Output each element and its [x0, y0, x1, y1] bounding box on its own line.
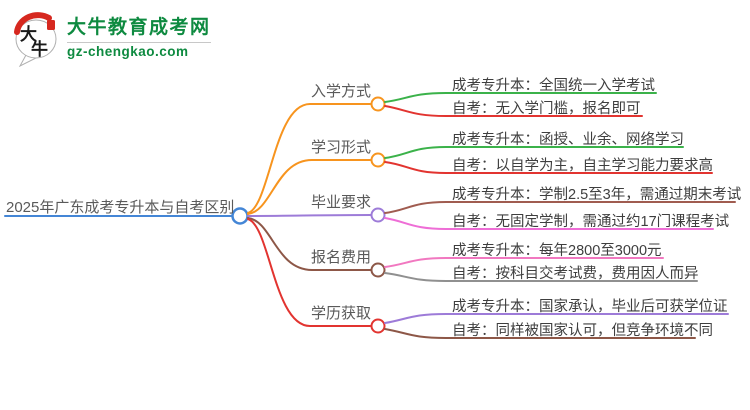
leaf-connector-2-0 — [384, 201, 736, 214]
logo-icon: 大 牛 — [14, 12, 57, 67]
leaf-topic-label-2-1: 自考：无固定学制，需通过约17门课程考试 — [452, 214, 730, 230]
logo-char-2: 牛 — [31, 39, 48, 60]
leaf-connector-0-0 — [384, 92, 657, 103]
site-name: 大牛教育成考网 — [67, 17, 211, 38]
leaf-connector-3-0 — [384, 257, 664, 268]
branch-topic-label-1: 学习形式 — [310, 139, 371, 156]
leaf-connector-3-1 — [384, 272, 698, 282]
branch-node-circle-2 — [370, 207, 386, 223]
leaf-connector-4-1 — [384, 328, 696, 339]
leaf-topic-label-1-0: 成考专升本：函授、业余、网络学习 — [452, 132, 684, 148]
logo-divider — [67, 42, 211, 43]
leaf-topic-label-3-1: 自考：按科目交考试费，费用因人而异 — [452, 266, 699, 282]
site-logo[interactable]: 大 牛 大牛教育成考网 gz-chengkao.com — [12, 9, 211, 67]
branch-connector-2 — [247, 214, 372, 217]
leaf-connector-1-1 — [384, 161, 713, 174]
root-node-circle — [231, 207, 249, 225]
branch-node-circle-3 — [370, 262, 386, 278]
leaf-connector-4-0 — [384, 313, 729, 324]
leaf-topic-label-0-0: 成考专升本：全国统一入学考试 — [452, 78, 655, 94]
leaf-topic-label-0-1: 自考：无入学门槛，报名即可 — [452, 101, 641, 117]
logo-char-1: 大 — [20, 24, 37, 45]
branch-topic-label-4: 学历获取 — [310, 305, 371, 322]
branch-topic-label-2: 毕业要求 — [310, 194, 371, 211]
site-domain: gz-chengkao.com — [67, 44, 189, 59]
leaf-topic-label-4-0: 成考专升本：国家承认，毕业后可获学位证 — [452, 299, 728, 315]
branch-node-circle-4 — [370, 318, 386, 334]
branch-topic-label-0: 入学方式 — [310, 83, 371, 100]
leaf-topic-label-1-1: 自考：以自学为主，自主学习能力要求高 — [452, 158, 713, 174]
leaf-topic-label-4-1: 自考：同样被国家认可，但竞争环境不同 — [452, 323, 713, 339]
branch-connector-1 — [247, 159, 372, 215]
branch-topic-label-3: 报名费用 — [310, 249, 371, 266]
branch-connector-3 — [247, 217, 372, 271]
logo-seal — [47, 20, 55, 30]
root-topic-label: 2025年广东成考专升本与自考区别 — [6, 199, 235, 216]
leaf-connector-0-1 — [384, 105, 643, 117]
branch-node-circle-1 — [370, 152, 386, 168]
leaf-connector-1-0 — [384, 146, 684, 159]
leaf-topic-label-3-0: 成考专升本：每年2800至3000元 — [452, 243, 662, 259]
branch-node-circle-0 — [370, 96, 386, 112]
logo-red-arc — [14, 12, 52, 35]
leaf-topic-label-2-0: 成考专升本：学制2.5至3年，需通过期末考试 — [452, 187, 742, 203]
branch-connector-0 — [247, 103, 372, 214]
leaf-connector-2-1 — [384, 217, 714, 230]
branch-connector-4 — [247, 218, 372, 327]
